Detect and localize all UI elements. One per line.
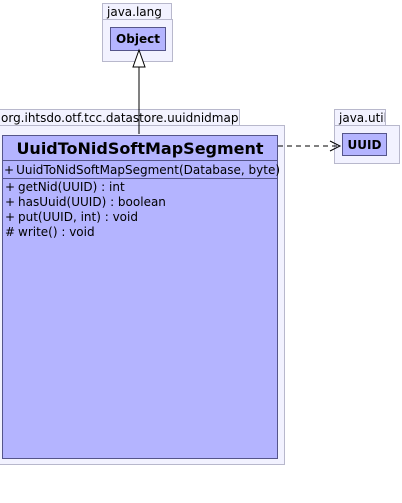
package-uuidnidmap: UuidToNidSoftMapSegment + UuidToNidSoftM… [0,125,285,465]
constructor-signature: UuidToNidSoftMapSegment(Database, byte) [16,163,281,177]
method-signature: hasUuid(UUID) : boolean [18,195,166,209]
method-signature: write() : void [18,225,95,239]
constructor-row[interactable]: + UuidToNidSoftMapSegment(Database, byte… [3,163,281,178]
dependency-arrow [278,140,342,152]
compartment-divider [3,178,277,179]
visibility-marker: # [4,225,16,239]
class-uuid-to-nid-soft-map-segment[interactable]: UuidToNidSoftMapSegment + UuidToNidSoftM… [2,135,281,459]
visibility-marker: + [4,163,15,177]
visibility-marker: + [4,180,16,194]
method-row[interactable]: + hasUuid(UUID) : boolean [3,195,277,210]
package-tab-java-lang: java.lang [102,3,172,20]
package-tab-java-util: java.util [334,109,386,126]
method-row[interactable]: + put(UUID, int) : void [3,210,277,225]
class-uuid[interactable]: UUID [342,133,387,156]
class-object-name: Object [116,32,160,46]
method-list: + getNid(UUID) : int + hasUuid(UUID) : b… [3,180,277,240]
package-java-util: UUID [334,125,400,164]
visibility-marker: + [4,195,16,209]
method-signature: put(UUID, int) : void [18,210,138,224]
method-row[interactable]: + getNid(UUID) : int [3,180,277,195]
inheritance-arrow [132,48,146,134]
class-object[interactable]: Object [110,27,166,51]
visibility-marker: + [4,210,16,224]
package-tab-uuidnidmap: org.ihtsdo.otf.tcc.datastore.uuidnidmap [0,109,240,126]
method-signature: getNid(UUID) : int [18,180,125,194]
class-title: UuidToNidSoftMapSegment [3,136,277,161]
constructor-list: + UuidToNidSoftMapSegment(Database, byte… [3,163,281,178]
method-row[interactable]: # write() : void [3,225,277,240]
class-uuid-name: UUID [347,137,382,152]
